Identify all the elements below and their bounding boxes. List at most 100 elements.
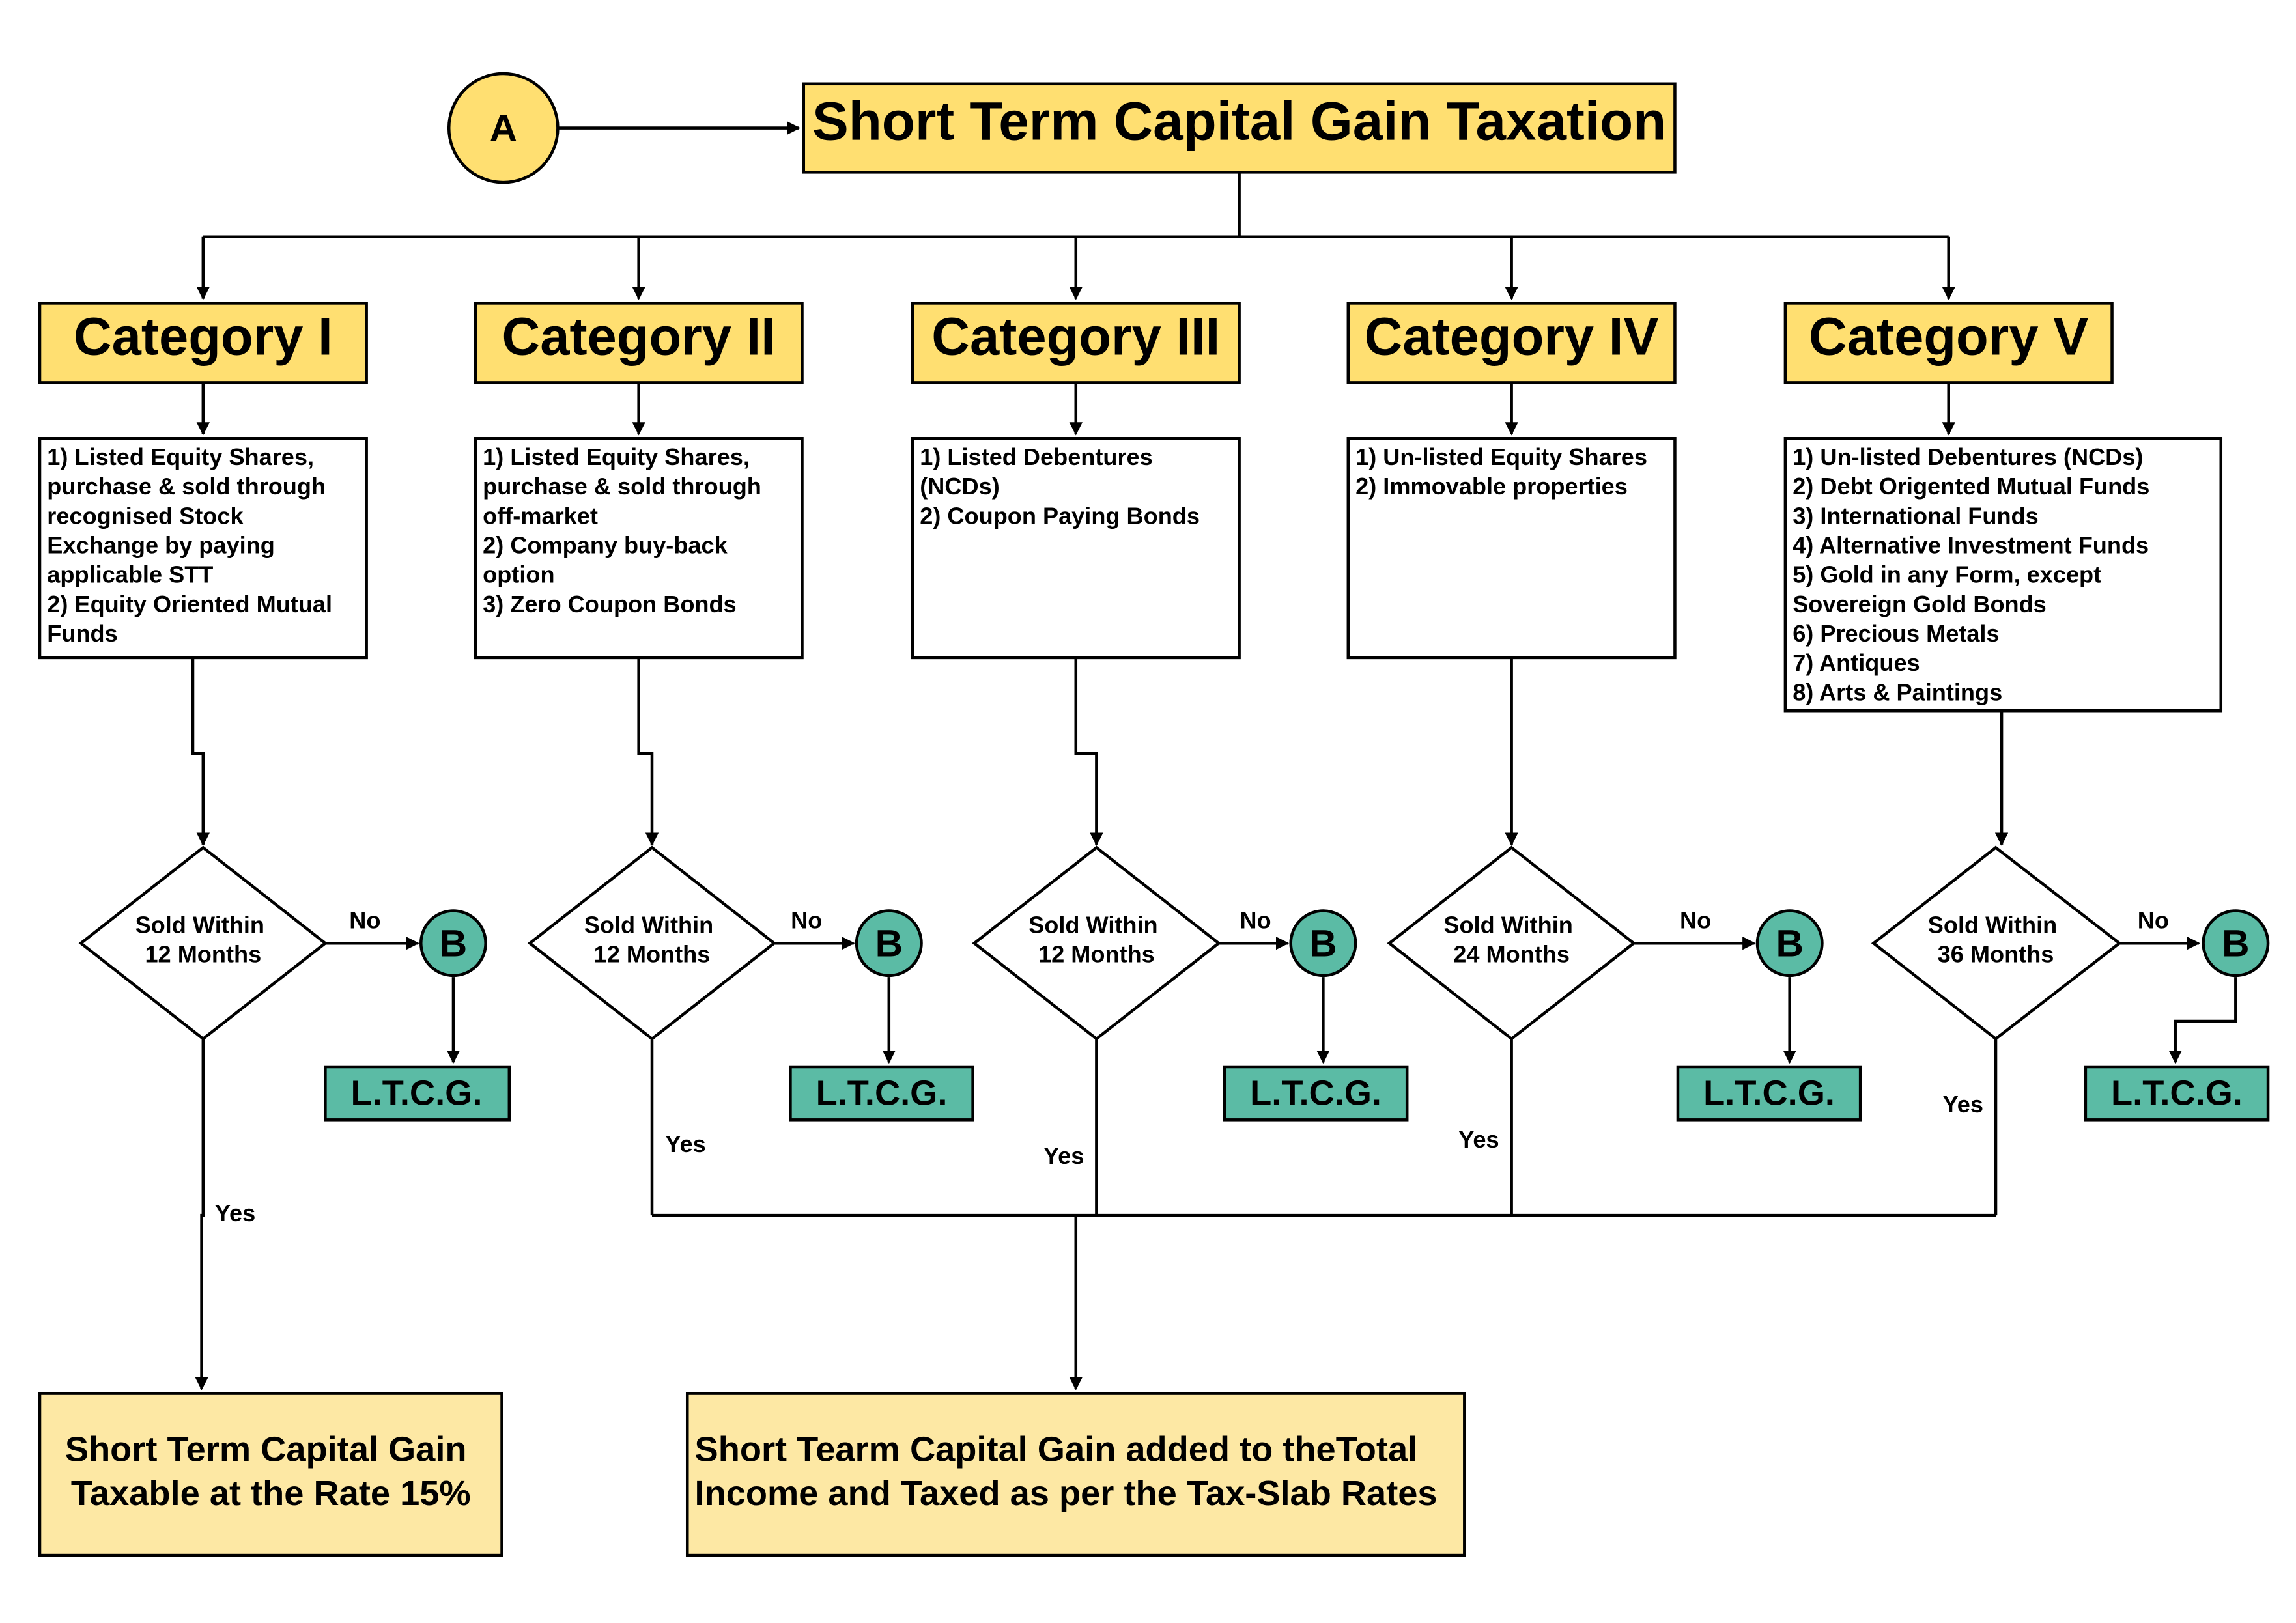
decision-1-line: 12 Months	[145, 941, 261, 968]
decision-4-line: 24 Months	[1453, 941, 1570, 968]
category-5-item-line: 2) Debt Origented Mutual Funds	[1793, 473, 2149, 500]
category-2-item-line: 3) Zero Coupon Bonds	[483, 591, 737, 617]
result-flat-rate-line: Taxable at the Rate 15%	[71, 1474, 471, 1513]
category-4-items-box	[1346, 437, 1677, 660]
decision-3-diamond	[972, 845, 1221, 1041]
connector-lines	[191, 121, 2237, 1390]
category-2-box	[474, 302, 804, 384]
connector-b-label-2: B	[875, 923, 903, 965]
connector-b-circle-4	[1755, 909, 1824, 978]
category-5-item-line: Sovereign Gold Bonds	[1793, 591, 2047, 617]
decision-2-line: Sold Within	[584, 911, 713, 938]
decision-5-line: Sold Within	[1928, 911, 2057, 938]
ltcg-box-5	[2084, 1065, 2270, 1122]
decision-1-text: Sold Within 12 Months	[135, 911, 271, 967]
decision-1-line: Sold Within	[135, 911, 264, 938]
category-2-item-line: off-market	[483, 502, 598, 529]
category-1-item-line: applicable STT	[47, 561, 213, 588]
category-5-box	[1783, 302, 2114, 384]
decision-2-diamond	[527, 845, 777, 1041]
category-5-item-line: 3) International Funds	[1793, 502, 2039, 529]
category-3-item-line: 2) Coupon Paying Bonds	[920, 502, 1200, 529]
category-3-items-box	[911, 437, 1241, 660]
arrow-b5-ltcg	[2168, 977, 2237, 1064]
arrow-items1-decision	[191, 657, 210, 846]
decision-5-text: Sold Within 36 Months	[1928, 911, 2063, 967]
category-2-items-box	[474, 437, 804, 660]
ltcg-label-2: L.T.C.G.	[816, 1074, 948, 1113]
category-4-title: Category IV	[1365, 307, 1659, 366]
ltcg-label-5: L.T.C.G.	[2111, 1074, 2243, 1113]
decision-5-line: 36 Months	[1938, 941, 2054, 968]
decision-3-line: 12 Months	[1038, 941, 1155, 968]
category-1-item-line: recognised Stock	[47, 502, 244, 529]
category-5-item-line: 8) Arts & Paintings	[1793, 679, 2002, 705]
result-slab-rate-line: Short Tearm Capital Gain added to theTot…	[695, 1430, 1418, 1469]
decision-2-line: 12 Months	[594, 941, 711, 968]
ltcg-box-3	[1223, 1065, 1409, 1122]
yes-label-1: Yes	[215, 1200, 255, 1226]
category-5-items-box	[1783, 437, 2223, 713]
decision-5-diamond	[1871, 845, 2122, 1041]
category-5-item-line: 4) Alternative Investment Funds	[1793, 531, 2149, 558]
category-5-items: 1) Un-listed Debentures (NCDs) 2) Debt O…	[1793, 444, 2156, 705]
connector-a-circle	[447, 72, 560, 184]
result-slab-rate-box	[685, 1392, 1466, 1557]
category-4-item-line: 2) Immovable properties	[1355, 473, 1628, 500]
category-3-item-line: (NCDs)	[920, 473, 999, 500]
category-1-item-line: purchase & sold through	[47, 473, 326, 500]
ltcg-box-4	[1676, 1065, 1862, 1122]
no-label-4: No	[1680, 907, 1711, 934]
category-5-item-line: 7) Antiques	[1793, 649, 1920, 676]
ltcg-label-4: L.T.C.G.	[1703, 1074, 1835, 1113]
no-label-3: No	[1240, 907, 1271, 934]
category-1-item-line: Funds	[47, 620, 117, 647]
yes-label-5: Yes	[1943, 1091, 1983, 1118]
connector-b-label-5: B	[2222, 923, 2249, 965]
yes-label-2: Yes	[665, 1131, 705, 1157]
category-5-item-line: 6) Precious Metals	[1793, 620, 1999, 647]
no-label-1: No	[349, 907, 380, 934]
title-box	[802, 82, 1677, 174]
ltcg-label-3: L.T.C.G.	[1250, 1074, 1382, 1113]
decision-2-text: Sold Within 12 Months	[584, 911, 720, 967]
decision-4-diamond	[1387, 845, 1636, 1041]
connector-b-label-4: B	[1776, 923, 1803, 965]
ltcg-box-1	[324, 1065, 511, 1122]
decision-1-diamond	[78, 845, 328, 1041]
category-4-item-line: 1) Un-listed Equity Shares	[1355, 444, 1647, 470]
connector-b-circle-5	[2202, 909, 2270, 978]
category-1-title: Category I	[74, 307, 333, 366]
ltcg-label-1: L.T.C.G.	[351, 1074, 483, 1113]
category-2-items: 1) Listed Equity Shares, purchase & sold…	[483, 444, 768, 617]
connector-b-circle-1	[419, 909, 487, 978]
category-4-box	[1346, 302, 1677, 384]
arrow-items2-decision	[637, 657, 659, 846]
decision-3-text: Sold Within 12 Months	[1028, 911, 1164, 967]
no-label-5: No	[2138, 907, 2169, 934]
category-3-items: 1) Listed Debentures (NCDs) 2) Coupon Pa…	[920, 444, 1200, 529]
result-flat-rate-box	[38, 1392, 503, 1557]
category-2-item-line: 2) Company buy-back	[483, 531, 728, 558]
ltcg-box-2	[789, 1065, 974, 1122]
category-3-item-line: 1) Listed Debentures	[920, 444, 1153, 470]
category-5-item-line: 5) Gold in any Form, except	[1793, 561, 2101, 588]
result-slab-rate-line: Income and Taxed as per the Tax-Slab Rat…	[695, 1474, 1438, 1513]
category-2-title: Category II	[502, 307, 776, 366]
decision-4-text: Sold Within 24 Months	[1443, 911, 1579, 967]
category-3-title: Category III	[931, 307, 1220, 366]
connector-a-label: A	[490, 107, 517, 150]
connector-b-circle-2	[855, 909, 923, 978]
result-flat-rate-text: Short Term Capital Gain Taxable at the R…	[65, 1430, 477, 1513]
connector-b-label-3: B	[1309, 923, 1337, 965]
decision-3-line: Sold Within	[1028, 911, 1157, 938]
category-2-item-line: purchase & sold through	[483, 473, 761, 500]
category-1-items-box	[38, 437, 368, 660]
category-1-item-line: Exchange by paying	[47, 531, 274, 558]
arrow-yes-1	[195, 1039, 208, 1390]
category-5-title: Category V	[1809, 307, 2088, 366]
category-5-item-line: 1) Un-listed Debentures (NCDs)	[1793, 444, 2143, 470]
category-1-items: 1) Listed Equity Shares, purchase & sold…	[47, 444, 339, 647]
category-1-item-line: 1) Listed Equity Shares,	[47, 444, 314, 470]
